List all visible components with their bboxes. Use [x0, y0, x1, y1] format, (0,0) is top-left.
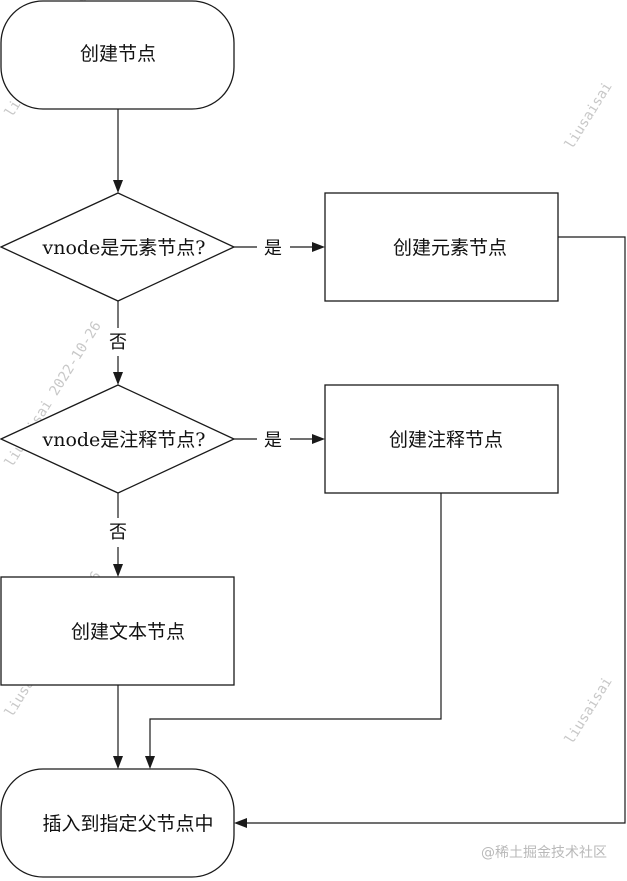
process-create-element [324, 192, 559, 302]
process-create-comment-label: 创建注释节点 [389, 429, 503, 451]
arrowhead [113, 564, 123, 577]
start-label: 创建节点 [80, 43, 156, 65]
process-create-text-label: 创建文本节点 [71, 621, 185, 643]
arrowhead [145, 756, 155, 769]
watermark-stamp: liusaisai [562, 79, 616, 152]
brand-watermark: @稀土掘金技术社区 [481, 845, 607, 861]
process-create-element-label: 创建元素节点 [393, 237, 507, 259]
arrowhead [113, 372, 123, 385]
watermark-stamp: liusaisai [562, 674, 616, 747]
edge-label-no: 否 [109, 332, 127, 353]
arrowhead [113, 180, 123, 193]
arrowhead [312, 434, 325, 444]
edge-label-no: 否 [109, 522, 127, 543]
end-label: 插入到指定父节点中 [42, 813, 213, 835]
edge-label-yes: 是 [264, 238, 282, 259]
edge-comment-to-insert [149, 493, 442, 758]
arrowhead [312, 242, 325, 252]
edge-element-to-insert [245, 236, 626, 824]
arrowhead [234, 818, 247, 828]
arrowhead [113, 756, 123, 769]
decision-is-comment-label: vnode是注释节点? [41, 429, 205, 451]
edge-label-yes: 是 [264, 430, 282, 451]
decision-is-element-label: vnode是元素节点? [41, 237, 205, 259]
